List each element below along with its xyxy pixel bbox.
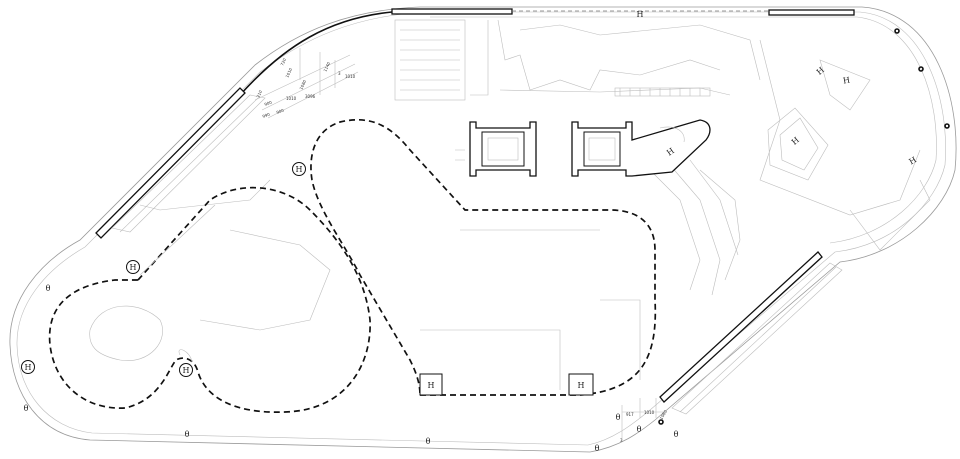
column-mark-circled-2: H — [126, 260, 140, 274]
theta-mark-4: θ — [426, 437, 431, 446]
dashed-route-main — [310, 118, 657, 396]
dimension-chain-bottom: 917 1010 1080 3 — [620, 398, 668, 443]
elevator-core-left — [469, 121, 537, 177]
svg-text:917: 917 — [626, 412, 634, 417]
svg-text:720: 720 — [279, 57, 287, 66]
column-mark-label: H — [183, 366, 190, 375]
svg-text:1010: 1010 — [345, 74, 356, 79]
svg-text:900: 900 — [276, 107, 285, 114]
svg-text:1010: 1010 — [644, 410, 655, 415]
column-mark-plain-1: H — [637, 10, 644, 19]
interior-context-lines — [89, 19, 931, 390]
svg-text:210: 210 — [255, 89, 263, 98]
svg-text:1010: 1010 — [284, 67, 293, 79]
top-wall-right — [768, 9, 855, 16]
column-mark-boxed-1: H — [419, 373, 443, 396]
column-mark-circled-4: H — [179, 363, 193, 377]
theta-mark-8: θ — [616, 413, 621, 422]
dashed-route-loop — [48, 186, 371, 413]
theta-mark-5: θ — [595, 444, 600, 453]
pillar-markers — [658, 28, 950, 425]
column-mark-label: H — [130, 263, 137, 272]
svg-text:1080: 1080 — [298, 79, 307, 91]
curved-facade-wall — [239, 11, 393, 96]
column-mark-plain-3: H — [907, 155, 918, 166]
column-mark-plain-4: H — [665, 146, 676, 157]
site-boundary — [9, 6, 957, 453]
column-mark-boxed-2: H — [568, 373, 594, 396]
theta-mark-6: θ — [674, 430, 679, 439]
upper-left-escalator — [95, 87, 266, 239]
column-mark-plain-2: H — [842, 75, 850, 85]
dimension-chain-top: 720 1010 1080 1140 1010 3096 1010 210 99… — [254, 48, 359, 119]
svg-text:1010: 1010 — [286, 96, 297, 101]
theta-mark-2: θ — [24, 404, 29, 413]
theta-mark-1: θ — [46, 284, 51, 293]
column-mark-label: H — [296, 165, 303, 174]
top-wall-left — [391, 8, 513, 15]
elevator-core-right — [571, 119, 711, 177]
theta-mark-3: θ — [185, 430, 190, 439]
lower-right-escalator — [659, 251, 843, 415]
svg-text:1140: 1140 — [322, 61, 331, 73]
svg-text:3: 3 — [620, 438, 623, 443]
svg-text:990: 990 — [262, 111, 271, 118]
column-mark-circled-3: H — [21, 360, 35, 374]
svg-text:3: 3 — [338, 71, 341, 76]
svg-text:3096: 3096 — [305, 94, 316, 99]
theta-mark-7: θ — [637, 425, 642, 434]
dashed-route-inner — [139, 204, 216, 363]
column-mark-circled-1: H — [292, 162, 306, 176]
column-mark-plain-5: H — [815, 65, 826, 76]
svg-text:1080: 1080 — [659, 409, 669, 421]
column-mark-label: H — [25, 363, 32, 372]
column-mark-label: H — [428, 381, 435, 390]
svg-text:900: 900 — [264, 99, 273, 106]
column-mark-plain-6: H — [790, 135, 801, 146]
column-mark-label: H — [578, 381, 585, 390]
